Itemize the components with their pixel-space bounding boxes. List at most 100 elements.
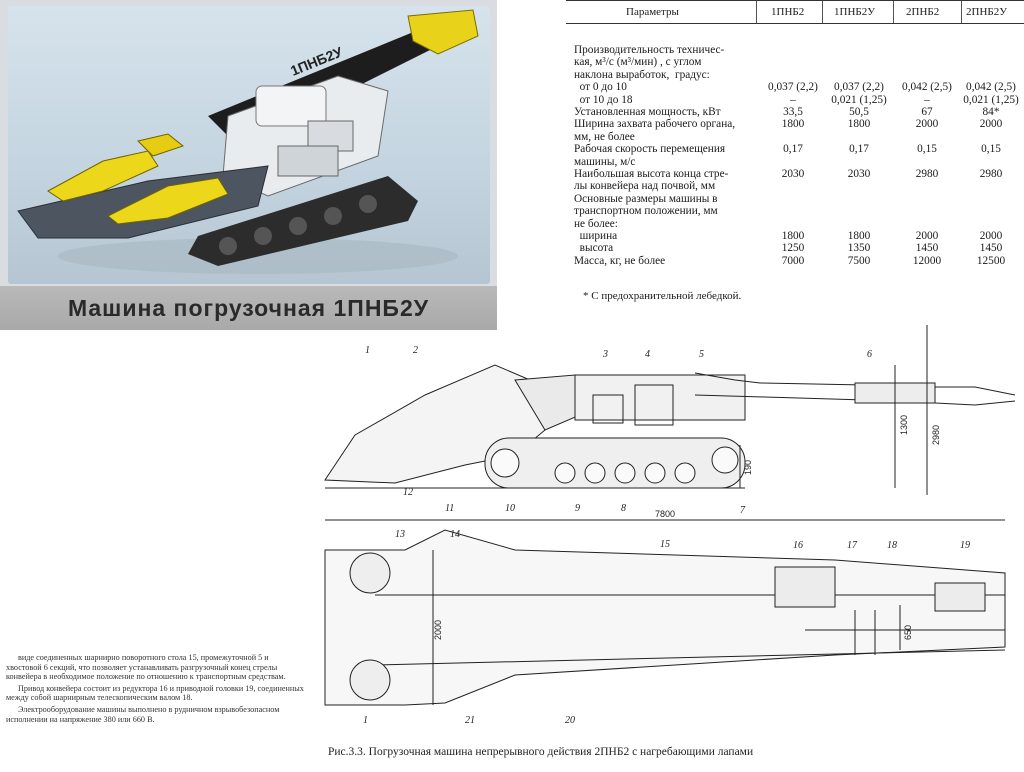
row-value: 0,037 (2,2) — [834, 81, 884, 94]
dim-height-max: 2980 — [931, 425, 941, 445]
callout-15: 15 — [660, 539, 670, 550]
row-label: высота — [574, 242, 614, 255]
row-label: от 0 до 10 — [574, 81, 627, 94]
row-label: не более: — [574, 217, 618, 230]
paragraph-3: Электрооборудование машины выполнено в р… — [6, 704, 280, 724]
row-value: 0,042 (2,5) — [966, 81, 1016, 94]
row-label: Производительность техничес- — [574, 44, 725, 56]
header-params: Параметры — [626, 6, 679, 18]
row-value: – — [790, 93, 796, 106]
callout-16: 16 — [793, 540, 803, 551]
row-label: мм, не более — [574, 130, 635, 143]
loader-machine-illustration: 1ПНБ2У — [17, 9, 479, 274]
row-value: 0,037 (2,2) — [768, 81, 818, 94]
figure-caption: Рис.3.3. Погрузочная машина непрерывного… — [328, 746, 754, 758]
row-value: – — [924, 93, 930, 106]
callout-2: 2 — [413, 345, 418, 356]
row-value: 2000 — [915, 118, 939, 131]
row-value: 0,021 (1,25) — [963, 93, 1019, 106]
header-col-3: 2ПНБ2 — [906, 6, 940, 18]
paragraph-2: Привод конвейера состоит из редуктора 16… — [6, 683, 304, 703]
row-value: 1800 — [781, 230, 805, 242]
photo-image: 1ПНБ2У — [8, 6, 490, 284]
drawing-svg: 1 2 3 4 5 6 7 8 9 10 11 12 13 14 15 16 1… — [324, 325, 1016, 726]
row-value: 1350 — [847, 242, 871, 255]
row-value: 7500 — [847, 254, 871, 267]
row-value: 1800 — [781, 118, 805, 131]
row-value: 2000 — [979, 230, 1003, 242]
row-value: 2000 — [915, 230, 939, 242]
row-value: 1450 — [979, 242, 1003, 255]
row-value: 0,17 — [783, 143, 803, 156]
row-label: лы конвейера над почвой, мм — [574, 180, 716, 193]
callout-21: 21 — [465, 715, 475, 726]
row-value: 33,5 — [783, 106, 803, 118]
callout-5: 5 — [699, 349, 704, 360]
row-label: Наибольшая высота конца стре- — [574, 168, 729, 180]
row-label: Установленная мощность, кВт — [574, 106, 721, 118]
callout-7: 7 — [740, 505, 746, 516]
row-value: 1800 — [847, 118, 871, 131]
row-value: 7000 — [781, 254, 805, 267]
row-label: от 10 до 18 — [574, 93, 633, 106]
row-label: ширина — [574, 230, 618, 242]
dim-width: 2000 — [433, 620, 443, 640]
callout-6: 6 — [867, 349, 872, 360]
row-value: 0,042 (2,5) — [902, 81, 952, 94]
callout-13: 13 — [395, 529, 405, 540]
row-value: 2030 — [847, 168, 871, 180]
table-header: Параметры 1ПНБ2 1ПНБ2У 2ПНБ2 2ПНБ2У — [566, 0, 1024, 24]
row-value: 2030 — [781, 168, 805, 180]
table-footnote: * С предохранительной лебедкой. — [583, 290, 742, 302]
dim-track: 650 — [903, 625, 913, 640]
row-value: 0,15 — [917, 143, 937, 156]
row-value: 84* — [982, 106, 1000, 118]
paragraph-1: виде соединенных шарнирно поворотного ст… — [6, 653, 286, 682]
row-label: Рабочая скорость перемещения — [574, 143, 726, 156]
callout-11: 11 — [445, 503, 454, 514]
technical-drawing: 1 2 3 4 5 6 7 8 9 10 11 12 13 14 15 16 1… — [315, 305, 1024, 767]
callout-12: 12 — [403, 487, 413, 498]
dim-length: 7800 — [655, 509, 675, 519]
row-value: 0,15 — [981, 143, 1001, 156]
dim-height-mid: 1300 — [899, 415, 909, 435]
parameters-table: Параметры 1ПНБ2 1ПНБ2У 2ПНБ2 2ПНБ2У Прои… — [566, 0, 1024, 310]
row-value: 1250 — [781, 242, 805, 255]
row-label: наклона выработок, градус: — [574, 68, 710, 81]
machine-photo: 1ПНБ2У Машина погрузочная 1ПНБ2У — [0, 0, 497, 330]
row-value: 12500 — [976, 254, 1006, 267]
callout-8: 8 — [621, 503, 626, 514]
callout-18: 18 — [887, 540, 897, 551]
row-value: 67 — [921, 106, 933, 118]
photo-caption: Машина погрузочная 1ПНБ2У — [0, 286, 497, 330]
callout-19: 19 — [960, 540, 970, 551]
callout-1: 1 — [365, 345, 370, 356]
row-value: 50,5 — [849, 106, 869, 118]
dim-clearance: 190 — [743, 460, 753, 475]
header-col-1: 1ПНБ2 — [771, 6, 805, 18]
row-value: 2980 — [979, 168, 1003, 180]
row-label: Масса, кг, не более — [574, 254, 666, 267]
callout-14: 14 — [450, 529, 460, 540]
row-value: 1450 — [915, 242, 939, 255]
callout-9: 9 — [575, 503, 580, 514]
callout-10: 10 — [505, 503, 515, 514]
row-value: 0,021 (1,25) — [831, 93, 887, 106]
row-label: Ширина захвата рабочего органа, — [574, 118, 736, 131]
callout-4: 4 — [645, 349, 650, 360]
row-label: транспортном положении, мм — [574, 205, 718, 218]
callout-17: 17 — [847, 540, 858, 551]
row-label: Основные размеры машины в — [574, 192, 718, 205]
row-label: кая, м³/с (м³/мин) , с углом — [574, 56, 702, 69]
photo-caption-text: Машина погрузочная 1ПНБ2У — [67, 294, 430, 321]
row-value: 2980 — [915, 168, 939, 180]
row-value: 2000 — [979, 118, 1003, 131]
body-text: виде соединенных шарнирно поворотного ст… — [6, 653, 306, 726]
header-col-2: 1ПНБ2У — [834, 6, 875, 18]
row-value: 1800 — [847, 230, 871, 242]
header-col-4: 2ПНБ2У — [966, 6, 1007, 18]
row-value: 0,17 — [849, 143, 869, 156]
callout-1-top: 1 — [363, 715, 368, 726]
row-value: 12000 — [912, 254, 942, 267]
callout-3: 3 — [602, 349, 608, 360]
